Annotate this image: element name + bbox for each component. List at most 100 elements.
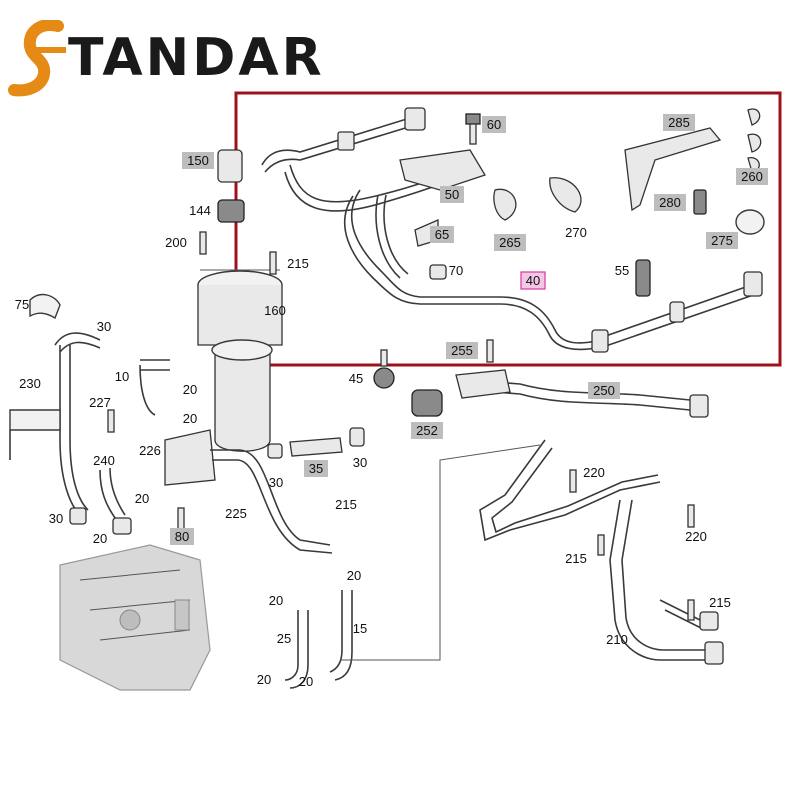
callout-box [663, 114, 695, 131]
callout-80: 80 [170, 528, 194, 545]
callout-label: 215 [565, 551, 587, 566]
line-250 [469, 379, 691, 401]
callout-label: 55 [615, 263, 629, 278]
bolt-60 [465, 113, 481, 145]
callout-260: 260 [736, 168, 768, 185]
callout-35: 35 [304, 460, 328, 477]
clip-270 [549, 177, 582, 213]
callout-label: 80 [175, 529, 189, 544]
callout-275: 275 [706, 232, 738, 249]
valve-50 [399, 149, 486, 191]
callout-box [588, 382, 620, 399]
leader-line [340, 444, 541, 661]
callout-label: 65 [435, 227, 449, 242]
bolt-215-right [687, 599, 695, 621]
callout-160: 160 [264, 303, 286, 318]
callout-box [494, 234, 526, 251]
callout-label: 200 [165, 235, 187, 250]
callout-25: 25 [277, 631, 291, 646]
callout-label: 20 [269, 593, 283, 608]
callout-box [411, 422, 443, 439]
callout-label: 30 [97, 319, 111, 334]
logo-s-mark-icon [8, 20, 66, 97]
callout-30: 30 [49, 511, 63, 526]
callout-label: 226 [139, 443, 161, 458]
callout-label: 30 [269, 475, 283, 490]
callout-10: 10 [115, 369, 129, 384]
callout-65: 65 [430, 226, 454, 243]
callout-150: 150 [182, 152, 214, 169]
callout-label: 160 [264, 303, 286, 318]
callout-15: 15 [353, 621, 367, 636]
callout-box [520, 271, 546, 290]
callout-20: 20 [183, 382, 197, 397]
callout-label: 70 [449, 263, 463, 278]
callout-label: 144 [189, 203, 211, 218]
distributor-226 [164, 429, 216, 486]
upper-fuel-lines [261, 107, 763, 353]
callout-label: 10 [115, 369, 129, 384]
callout-285: 285 [663, 114, 695, 131]
callout-280: 280 [654, 194, 686, 211]
callout-label: 20 [135, 491, 149, 506]
callout-label: 240 [93, 453, 115, 468]
callout-label: 230 [19, 376, 41, 391]
callout-layer: 150 144 200 215 160 75 30 230 10 20 20 227 226 240 20 3… [15, 114, 768, 689]
callout-40: 40 [520, 271, 546, 290]
callout-label: 215 [287, 256, 309, 271]
callout-box [440, 186, 464, 203]
line-225 [210, 449, 331, 546]
callout-label: 20 [257, 672, 271, 687]
callout-210: 210 [606, 632, 628, 647]
callout-label: 20 [93, 531, 107, 546]
logo-text: TANDAR [68, 28, 325, 88]
callout-box [182, 152, 214, 169]
clamp-275 [735, 209, 765, 235]
callout-label: 225 [225, 506, 247, 521]
callout-30: 30 [353, 455, 367, 470]
callout-label: 35 [309, 461, 323, 476]
callout-label: 20 [347, 568, 361, 583]
injection-pump [59, 544, 211, 691]
callout-label: 215 [335, 497, 357, 512]
callout-250: 250 [588, 382, 620, 399]
clamp-30-right [349, 427, 365, 447]
callout-255: 255 [446, 342, 478, 359]
callout-box [736, 168, 768, 185]
callout-box [170, 528, 194, 545]
callout-label: 250 [593, 383, 615, 398]
callout-label: 265 [499, 235, 521, 250]
callout-20: 20 [183, 411, 197, 426]
callout-label: 20 [183, 411, 197, 426]
bolt-220-left [569, 469, 577, 493]
callout-label: 45 [349, 371, 363, 386]
callout-220: 220 [685, 529, 707, 544]
callout-label: 60 [487, 117, 501, 132]
callout-227: 227 [89, 395, 111, 410]
clip-70 [429, 264, 447, 280]
callout-215: 215 [287, 256, 309, 271]
callout-265: 265 [494, 234, 526, 251]
callout-label: 30 [49, 511, 63, 526]
callout-label: 25 [277, 631, 291, 646]
callout-200: 200 [165, 235, 187, 250]
callout-label: 252 [416, 423, 438, 438]
callout-252: 252 [411, 422, 443, 439]
callout-label: 75 [15, 297, 29, 312]
callout-label: 275 [711, 233, 733, 248]
highlight-frame [234, 91, 782, 367]
callout-label: 270 [565, 225, 587, 240]
callout-box [430, 226, 454, 243]
callout-60: 60 [482, 116, 506, 133]
pressure-regulator-252 [411, 389, 443, 417]
clip-265 [493, 188, 517, 221]
bolt-227 [107, 409, 115, 433]
callout-70: 70 [449, 263, 463, 278]
callout-225: 225 [225, 506, 247, 521]
callout-label: 50 [445, 187, 459, 202]
callout-label: 260 [741, 169, 763, 184]
bracket-285 [624, 127, 722, 212]
callout-label: 30 [353, 455, 367, 470]
